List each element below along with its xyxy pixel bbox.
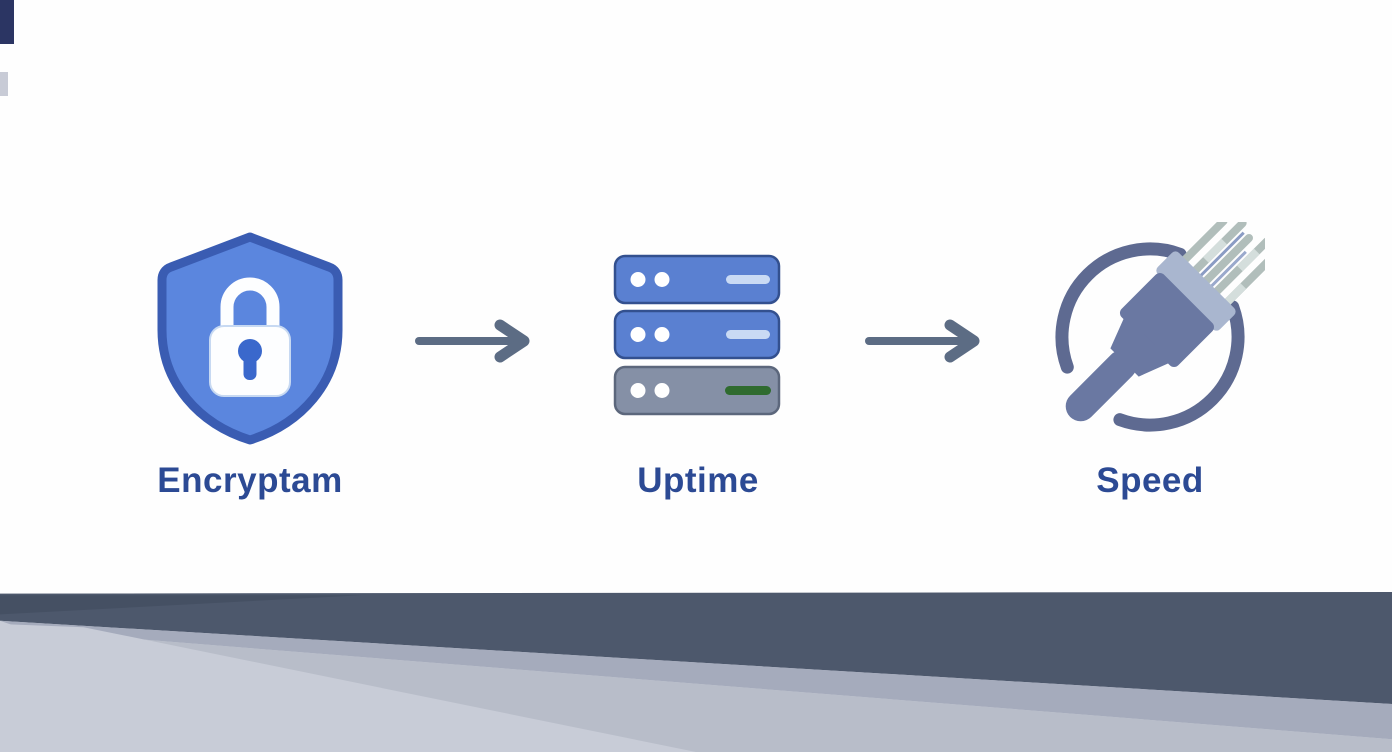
server-led xyxy=(630,383,646,398)
plug-body xyxy=(1119,273,1214,368)
arrow-svg xyxy=(865,319,980,363)
keyhole-stem xyxy=(243,356,257,380)
arrow-right-icon xyxy=(862,319,992,363)
arrow-head xyxy=(944,319,980,363)
fiber-pin xyxy=(1175,217,1228,269)
node-label-encryption: Encryptam xyxy=(157,461,343,500)
node-label-uptime: Uptime xyxy=(637,461,759,500)
server-led xyxy=(630,327,646,342)
circle-arc xyxy=(1055,242,1187,374)
server-row-blue xyxy=(613,309,781,360)
server-led xyxy=(654,383,670,398)
server-row-gray xyxy=(613,365,781,416)
edge-artifact-mark xyxy=(0,0,14,44)
plug-handle xyxy=(1065,350,1137,422)
shield-lock-svg xyxy=(157,232,343,445)
plug-cap xyxy=(1156,251,1236,331)
server-row-blue xyxy=(613,254,781,305)
fiber-pin xyxy=(1191,234,1253,296)
circle-arc xyxy=(1113,300,1245,432)
server-stack-svg xyxy=(613,254,781,416)
fiber-plug-icon xyxy=(1035,217,1276,452)
lock-shackle xyxy=(220,277,280,339)
fiber-plug-svg xyxy=(1055,217,1276,432)
plug-assembly xyxy=(1065,217,1276,422)
node-label-speed: Speed xyxy=(1096,461,1204,500)
fiber-strand xyxy=(1202,250,1247,296)
server-slot-bar xyxy=(726,330,770,339)
edge-artifact-mark xyxy=(0,72,8,96)
server-led xyxy=(630,272,646,287)
shield-lock-icon xyxy=(142,228,358,448)
fiber-pin-highlight xyxy=(1236,248,1260,272)
server-led xyxy=(654,327,670,342)
server-slot-bar xyxy=(726,275,770,284)
keyhole xyxy=(238,339,262,363)
fiber-strand xyxy=(1191,231,1245,285)
server-led xyxy=(654,272,670,287)
fiber-pin-highlight xyxy=(1203,238,1228,263)
server-green-bar xyxy=(725,386,771,395)
arrow-right-icon xyxy=(412,319,542,363)
fiber-pin-highlight xyxy=(1224,283,1247,305)
arrow-head xyxy=(494,319,530,363)
footer-decoration xyxy=(0,592,1392,752)
server-stack-icon xyxy=(613,254,783,417)
arrow-svg xyxy=(415,319,530,363)
